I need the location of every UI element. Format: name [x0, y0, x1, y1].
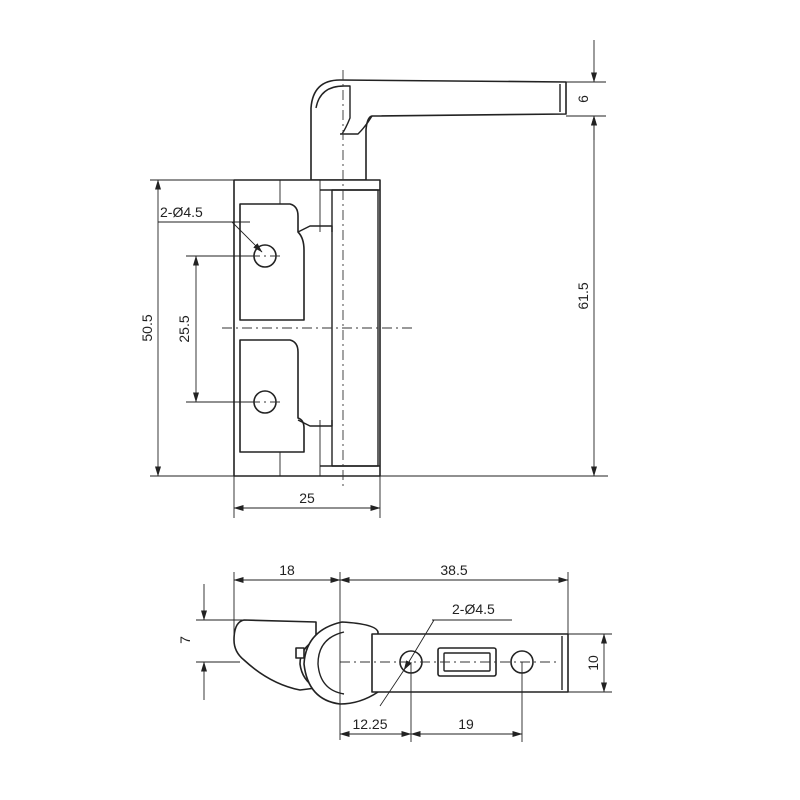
handle-lever — [310, 79, 567, 181]
handle-lower-edge — [340, 115, 373, 135]
top-right-length: 38.5 — [440, 562, 467, 578]
front-overall-height: 50.5 — [139, 314, 155, 341]
front-hole-spacing: 25.5 — [176, 315, 192, 342]
front-handle-thickness: 6 — [575, 95, 591, 103]
upper-leaf-slot — [297, 225, 333, 233]
top-hole-offset: 12.25 — [352, 716, 387, 732]
top-view: 18 38.5 2-Ø4.5 7 10 12.25 19 — [177, 562, 612, 742]
top-knuckle-inner — [317, 631, 345, 695]
handle-inner-edge — [315, 85, 351, 135]
top-hole-spacing: 19 — [458, 716, 474, 732]
front-hole-callout: 2-Ø4.5 — [160, 204, 203, 220]
top-hole-callout-arrow — [403, 619, 435, 671]
top-left-height: 7 — [177, 636, 193, 644]
top-hole-callout-arrow-2 — [379, 669, 405, 707]
lower-leaf-slot — [297, 419, 333, 427]
front-body-width: 25 — [299, 490, 315, 506]
front-view: 2-Ø4.5 25.5 50.5 25 61.5 6 — [139, 40, 608, 518]
top-hole-callout: 2-Ø4.5 — [452, 601, 495, 617]
top-left-length: 18 — [279, 562, 295, 578]
hole-callout-arrow — [231, 221, 263, 253]
front-handle-height: 61.5 — [575, 282, 591, 309]
top-pin-tab — [295, 647, 305, 659]
top-right-height: 10 — [585, 655, 601, 671]
